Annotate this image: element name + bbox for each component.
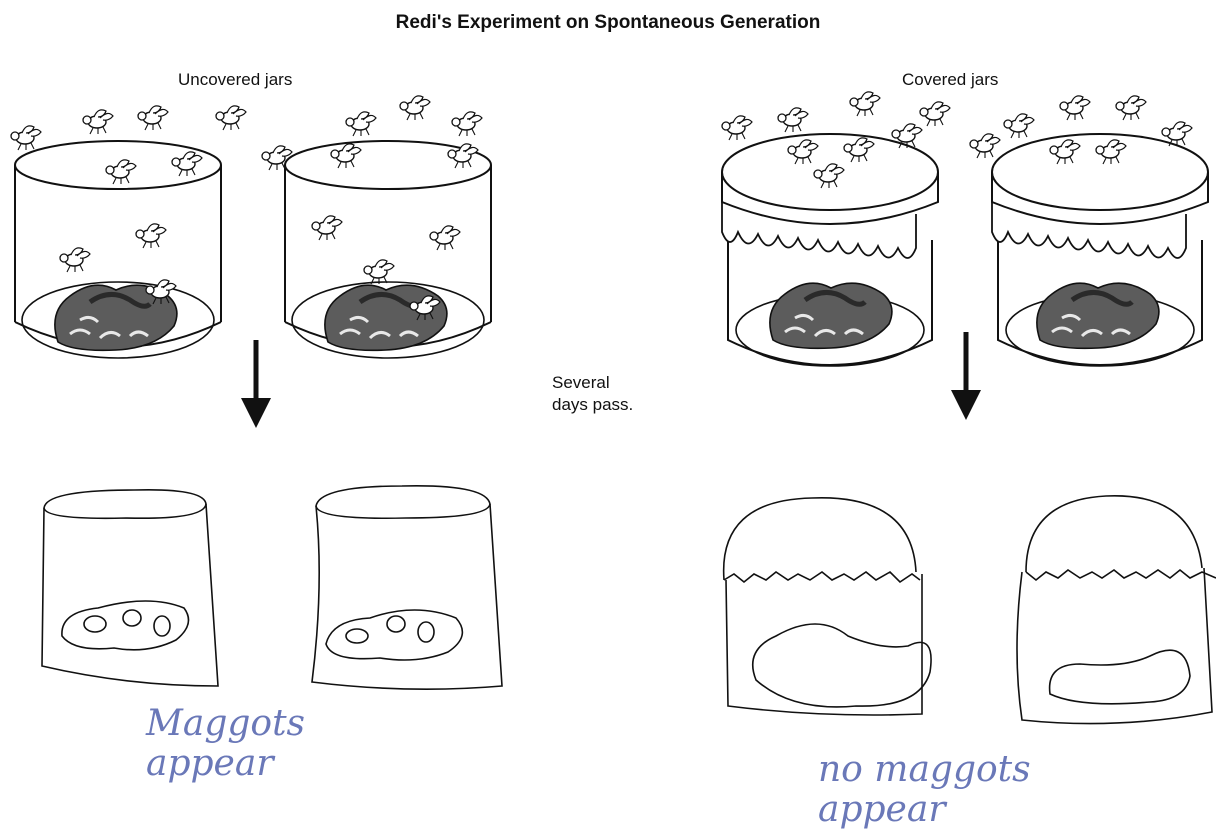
sketch-jar-maggots-2 bbox=[312, 486, 502, 689]
sketch-jar-maggots-1 bbox=[42, 490, 218, 686]
sketch-jar-empty-2 bbox=[1017, 496, 1216, 724]
maggots-appear-note: Maggots appear bbox=[146, 704, 305, 784]
no-maggots-appear-note: no maggots appear bbox=[818, 750, 1031, 830]
uncovered-jar-2 bbox=[285, 141, 491, 358]
covered-jar-2 bbox=[992, 134, 1208, 366]
sketch-jar-empty-1 bbox=[724, 498, 931, 715]
down-arrow-right bbox=[951, 332, 981, 420]
down-arrow-left bbox=[241, 340, 271, 428]
